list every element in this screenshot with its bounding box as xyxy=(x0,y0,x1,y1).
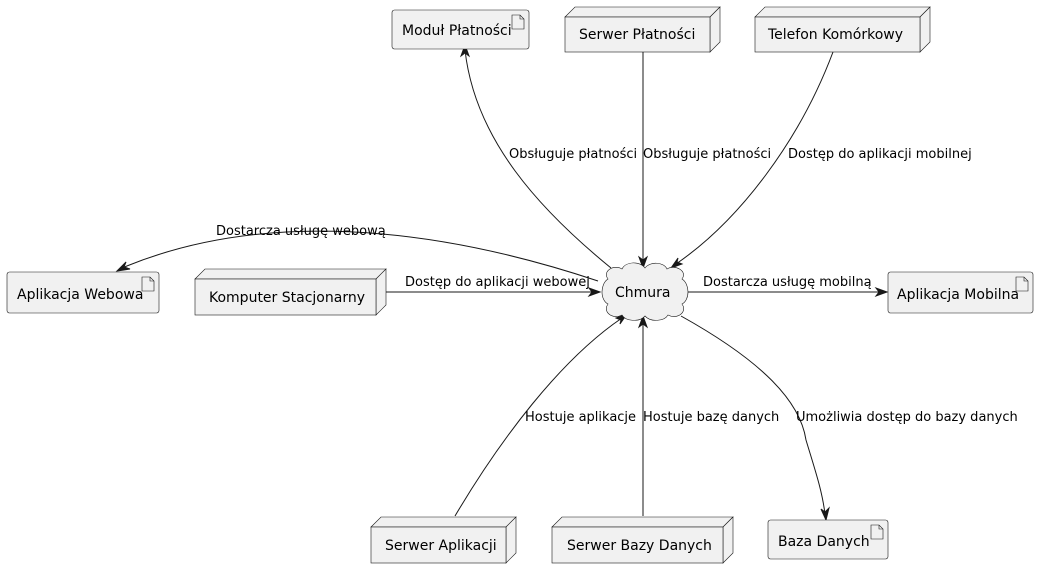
node-label-cloud: Chmura xyxy=(615,285,671,301)
edge-desktop-to-cloud: Dostęp do aplikacji webowej xyxy=(386,275,602,298)
node-payment-server[interactable]: Serwer Płatności xyxy=(564,6,721,53)
edge-payment-server-to-cloud: Obsługuje płatności xyxy=(637,52,771,270)
node-label-payment-module: Moduł Płatności xyxy=(402,23,512,39)
edge-label-payment-server-to-cloud: Obsługuje płatności xyxy=(643,147,771,162)
artifact-icon xyxy=(870,524,884,540)
edge-label-cloud-to-payment-module: Obsługuje płatności xyxy=(509,147,637,162)
edge-label-cloud-to-mobile-app: Dostarcza usługę mobilną xyxy=(703,275,872,290)
edge-mobile-phone-to-cloud: Dostęp do aplikacji mobilnej xyxy=(669,51,972,270)
edge-label-cloud-to-database: Umożliwia dostęp do bazy danych xyxy=(796,410,1018,425)
node-label-database: Baza Danych xyxy=(778,534,870,550)
artifact-icon xyxy=(141,276,155,292)
node-label-mobile-app: Aplikacja Mobilna xyxy=(897,287,1019,303)
edge-label-desktop-to-cloud: Dostęp do aplikacji webowej xyxy=(405,275,590,290)
node-label-desktop: Komputer Stacjonarny xyxy=(209,290,365,306)
edge-cloud-to-web-app: Dostarcza usługę webową xyxy=(115,224,599,282)
edge-label-app-server-to-cloud: Hostuje aplikacje xyxy=(525,410,636,425)
node-cloud[interactable]: Chmura xyxy=(601,262,689,321)
edge-db-server-to-cloud: Hostuje bazę danych xyxy=(637,314,779,516)
edge-label-cloud-to-web-app: Dostarcza usługę webową xyxy=(216,224,386,239)
node-label-mobile-phone: Telefon Komórkowy xyxy=(767,27,903,43)
node-label-web-app: Aplikacja Webowa xyxy=(17,287,143,303)
node-payment-module[interactable]: Moduł Płatności xyxy=(391,9,530,50)
edge-cloud-to-payment-module: Obsługuje płatności xyxy=(459,43,637,269)
node-desktop[interactable]: Komputer Stacjonarny xyxy=(194,268,387,316)
node-label-app-server: Serwer Aplikacji xyxy=(385,538,497,554)
edge-app-server-to-cloud: Hostuje aplikacje xyxy=(454,312,636,517)
node-db-server[interactable]: Serwer Bazy Danych xyxy=(551,516,734,564)
node-app-server[interactable]: Serwer Aplikacji xyxy=(370,516,517,564)
node-label-payment-server: Serwer Płatności xyxy=(579,27,695,43)
node-database[interactable]: Baza Danych xyxy=(767,519,889,560)
node-mobile-phone[interactable]: Telefon Komórkowy xyxy=(754,6,931,53)
node-mobile-app[interactable]: Aplikacja Mobilna xyxy=(887,271,1034,314)
edge-cloud-to-mobile-app: Dostarcza usługę mobilną xyxy=(686,275,889,298)
node-label-db-server: Serwer Bazy Danych xyxy=(567,538,712,554)
node-web-app[interactable]: Aplikacja Webowa xyxy=(6,271,160,314)
edge-cloud-to-database: Umożliwia dostęp do bazy danych xyxy=(680,315,1018,522)
cloud-icon xyxy=(601,262,689,321)
artifact-icon xyxy=(511,14,525,30)
artifact-icon xyxy=(1015,276,1029,292)
edge-label-db-server-to-cloud: Hostuje bazę danych xyxy=(643,410,779,425)
edge-label-mobile-phone-to-cloud: Dostęp do aplikacji mobilnej xyxy=(788,147,972,162)
